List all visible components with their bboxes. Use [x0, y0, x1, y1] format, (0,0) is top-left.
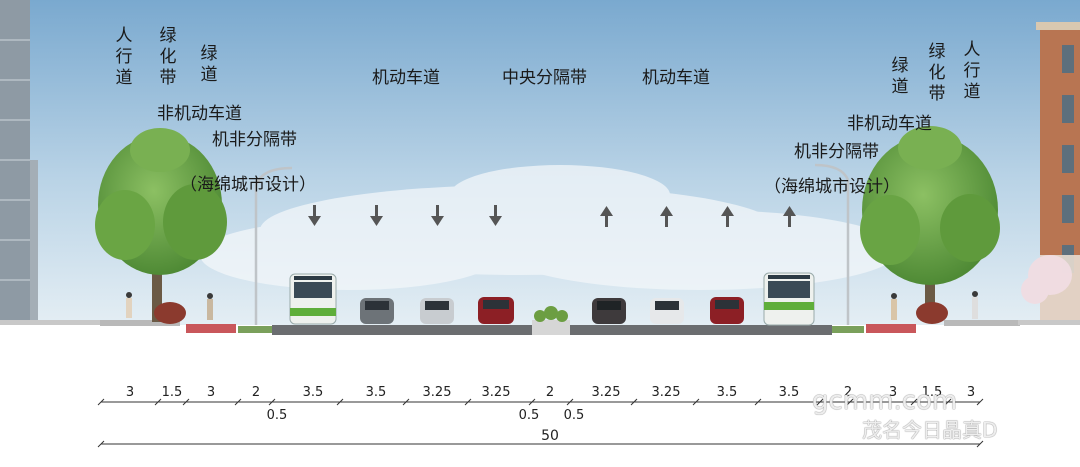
ground — [0, 325, 1080, 467]
left-shrub — [154, 302, 186, 324]
dimension-tick — [528, 398, 536, 406]
central-median — [532, 320, 570, 335]
dim-separator: 0.5 — [563, 408, 585, 423]
dim-width: 3 — [966, 385, 976, 400]
dim-width: 3.5 — [778, 385, 800, 400]
dimension-tick — [97, 440, 105, 448]
arrow-up-1 — [600, 206, 613, 227]
dim-width: 3 — [888, 385, 898, 400]
label-left-sponge-city: （海绵城市设计） — [180, 175, 316, 195]
car-dark-right — [592, 298, 626, 324]
arrow-down-3 — [431, 205, 444, 226]
label-left-sidewalk: 人行道 — [115, 26, 133, 88]
dim-width: 3 — [125, 385, 135, 400]
dimension-tick — [630, 398, 638, 406]
dimension-tick — [268, 398, 276, 406]
carriageway-left — [272, 325, 532, 335]
dimension-tick — [816, 398, 824, 406]
dimension-tick — [910, 398, 918, 406]
dimension-tick — [846, 398, 854, 406]
dim-width: 1.5 — [161, 385, 183, 400]
label-left-green-belt: 绿化带 — [159, 26, 177, 88]
label-right-green-lane: 绿道 — [891, 56, 909, 97]
label-right-nonmotor-lane: 非机动车道 — [847, 114, 932, 134]
car-silver-left — [420, 298, 454, 324]
dimension-tick — [754, 398, 762, 406]
dim-width: 3.25 — [651, 385, 681, 400]
dimension-tick — [976, 440, 984, 448]
label-right-sponge-city: （海绵城市设计） — [764, 177, 900, 197]
arrow-up-3 — [721, 206, 734, 227]
left-bus — [289, 273, 337, 325]
right-bike-lane — [866, 324, 916, 333]
left-separator-strip — [238, 326, 272, 333]
carriageway-right — [570, 325, 832, 335]
right-shrub — [916, 302, 948, 324]
clouds — [200, 165, 900, 290]
label-right-separator: 机非分隔带 — [794, 142, 879, 162]
left-sidewalk-surface — [100, 320, 180, 326]
dimension-tick — [976, 398, 984, 406]
car-grey-left — [360, 298, 394, 324]
dimension-tick — [692, 398, 700, 406]
median-shrubs — [534, 306, 568, 322]
right-bus — [763, 272, 815, 326]
dimension-lines — [97, 398, 984, 448]
label-motor-lane-right: 机动车道 — [642, 68, 710, 88]
dim-width: 3.25 — [481, 385, 511, 400]
arrow-up-2 — [660, 206, 673, 227]
label-left-nonmotor-lane: 非机动车道 — [157, 104, 242, 124]
right-separator-strip — [832, 326, 864, 333]
dim-width: 3.25 — [422, 385, 452, 400]
label-right-green-belt: 绿化带 — [928, 42, 946, 104]
dimension-tick — [234, 398, 242, 406]
dimension-tick — [154, 398, 162, 406]
label-left-separator: 机非分隔带 — [212, 130, 297, 150]
dimension-tick — [97, 398, 105, 406]
dimension-tick — [182, 398, 190, 406]
arrow-down-2 — [370, 205, 383, 226]
label-central-median: 中央分隔带 — [502, 68, 587, 88]
dimension-tick — [944, 398, 952, 406]
left-bike-lane — [186, 324, 236, 333]
dimension-tick — [336, 398, 344, 406]
dim-separator: 0.5 — [266, 408, 288, 423]
dim-width: 1.5 — [921, 385, 943, 400]
dim-width: 2 — [545, 385, 555, 400]
arrow-up-4 — [783, 206, 796, 227]
left-building — [0, 0, 38, 320]
car-red-left — [478, 297, 514, 324]
arrow-down-4 — [489, 205, 502, 226]
dim-width: 2 — [843, 385, 853, 400]
dimension-tick — [402, 398, 410, 406]
car-white-right — [650, 298, 684, 324]
label-motor-lane-left: 机动车道 — [372, 68, 440, 88]
left-tree — [95, 128, 227, 322]
label-right-sidewalk: 人行道 — [963, 40, 981, 102]
dim-separator: 0.5 — [518, 408, 540, 423]
right-sidewalk-surface — [944, 320, 1020, 326]
right-tree — [860, 126, 1000, 322]
watermark-account: 茂名今日晶真D — [862, 418, 998, 442]
watermark-site: gcmm.com — [812, 386, 958, 416]
dim-width: 3.5 — [365, 385, 387, 400]
left-street-lamp — [254, 166, 293, 325]
dim-width: 3.5 — [716, 385, 738, 400]
dimension-tick — [566, 398, 574, 406]
dim-total: 50 — [541, 428, 559, 444]
direction-arrows — [308, 205, 796, 227]
dim-width: 3.25 — [591, 385, 621, 400]
dim-width: 3.5 — [302, 385, 324, 400]
dim-width: 3 — [206, 385, 216, 400]
car-red-right — [710, 297, 744, 324]
dim-width: 2 — [251, 385, 261, 400]
blossom-tree — [1021, 255, 1072, 304]
pedestrians — [126, 291, 978, 320]
label-left-green-lane: 绿道 — [200, 44, 218, 85]
dimension-tick — [464, 398, 472, 406]
arrow-down-1 — [308, 205, 321, 226]
cars — [360, 297, 744, 324]
right-street-lamp — [814, 163, 850, 325]
